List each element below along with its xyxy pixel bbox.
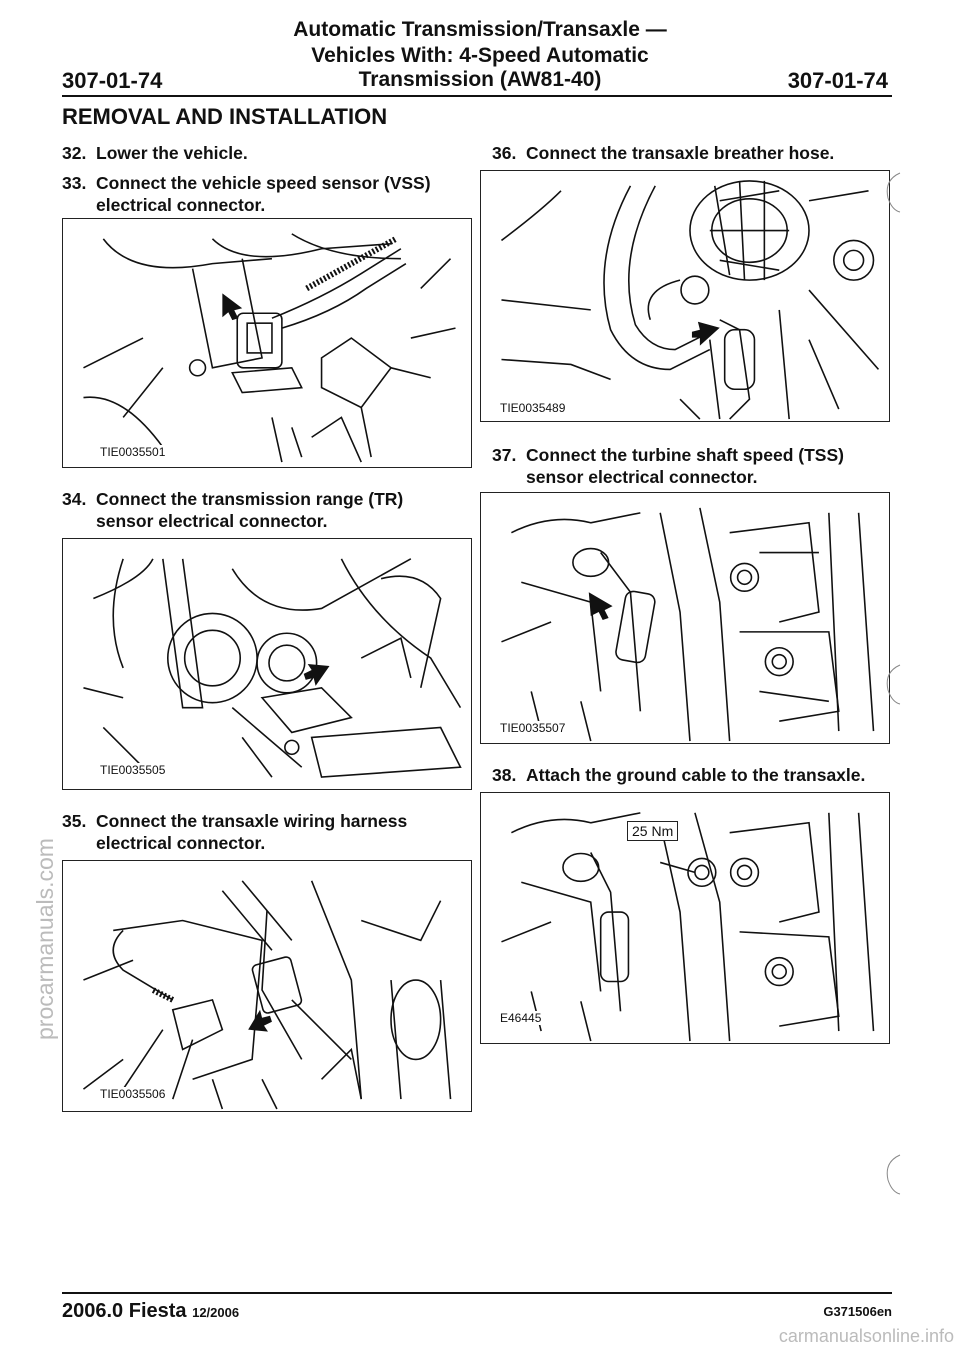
step-number: 32.: [62, 143, 87, 163]
step-number: 38.: [492, 765, 517, 785]
step-35: 35.Connect the transaxle wiring harness …: [62, 810, 407, 854]
step-text-cont: electrical connector.: [96, 833, 266, 853]
ground-illustration: [501, 812, 875, 1042]
harness-illustration: [82, 880, 452, 1110]
header-title-line1: Automatic Transmission/Transaxle —: [293, 18, 667, 41]
header-title-line3: Transmission (AW81-40): [358, 68, 602, 91]
step-number: 33.: [62, 173, 87, 193]
figure-vss-connector: TIE0035501: [62, 218, 472, 468]
step-text: Connect the turbine shaft speed (TSS): [526, 445, 844, 465]
step-text-cont: electrical connector.: [96, 195, 266, 215]
step-number: 36.: [492, 143, 517, 163]
figure-id-ground: E46445: [497, 1011, 545, 1025]
step-text-cont: sensor electrical connector.: [526, 467, 758, 487]
footer-model: 2006.0 Fiesta 12/2006: [62, 1300, 239, 1323]
step-number: 37.: [492, 445, 517, 465]
scan-mark: [886, 664, 901, 705]
section-title: REMOVAL AND INSTALLATION: [62, 104, 388, 129]
step-text: Connect the transaxle breather hose.: [526, 143, 835, 163]
figure-id-breather: TIE0035489: [497, 401, 569, 415]
step-text-cont: sensor electrical connector.: [96, 511, 328, 531]
header-title-line2: Vehicles With: 4-Speed Automatic: [311, 44, 649, 67]
step-number: 34.: [62, 489, 87, 509]
torque-spec-label: 25 Nm: [627, 821, 679, 841]
step-34: 34. Connect the transmission range (TR) s…: [62, 488, 403, 532]
footer-rule: [62, 1292, 892, 1294]
step-38: 38. Attach the ground cable to the transa…: [492, 764, 865, 786]
scan-mark: [886, 1154, 901, 1195]
tr-illustration: [83, 558, 462, 778]
footer-date: 12/2006: [192, 1305, 240, 1320]
page-number-left: 307-01-74: [62, 68, 163, 93]
step-number: 35.: [62, 811, 87, 831]
step-32: 32. Lower the vehicle.: [62, 142, 248, 164]
figure-harness-connector: TIE0035506: [62, 860, 472, 1112]
step-36: 36. Connect the transaxle breather hose.: [492, 142, 834, 164]
watermark-left-text: procarmanuals.com: [32, 838, 58, 1040]
figure-tss-sensor: TIE0035507: [480, 492, 890, 744]
step-37: 37. Connect the turbine shaft speed (TSS)…: [492, 444, 844, 488]
step-33: 33. Connect the vehicle speed sensor (VSS…: [62, 172, 431, 216]
breather-illustration: [500, 180, 880, 420]
step-text: Attach the ground cable to the transaxle…: [526, 765, 866, 785]
figure-id-vss: TIE0035501: [97, 445, 169, 459]
figure-id-tss: TIE0035507: [497, 721, 569, 735]
step-text: Lower the vehicle.: [96, 143, 248, 163]
figure-ground-cable: 25 Nm E46445: [480, 792, 890, 1044]
step-text: Connect the transmission range (TR): [96, 489, 404, 509]
watermark-bottom: carmanualsonline.info: [778, 1326, 954, 1346]
figure-id-harness: TIE0035506: [97, 1087, 169, 1101]
figure-tr-sensor: TIE0035505: [62, 538, 472, 790]
footer-model-text: 2006.0 Fiesta: [62, 1300, 187, 1322]
watermark-left: procarmanuals.com: [4, 540, 58, 1040]
scan-mark: [886, 172, 901, 213]
vss-illustration: [83, 233, 456, 463]
tss-illustration: [501, 507, 875, 742]
footer-code: G371506en: [823, 1304, 892, 1319]
header-rule: [62, 95, 892, 97]
step-text: Connect the transaxle wiring harness: [96, 811, 408, 831]
step-text: Connect the vehicle speed sensor (VSS): [96, 173, 431, 193]
page-number-right: 307-01-74: [787, 68, 888, 93]
figure-id-tr: TIE0035505: [97, 763, 169, 777]
figure-breather-hose: TIE0035489: [480, 170, 890, 422]
